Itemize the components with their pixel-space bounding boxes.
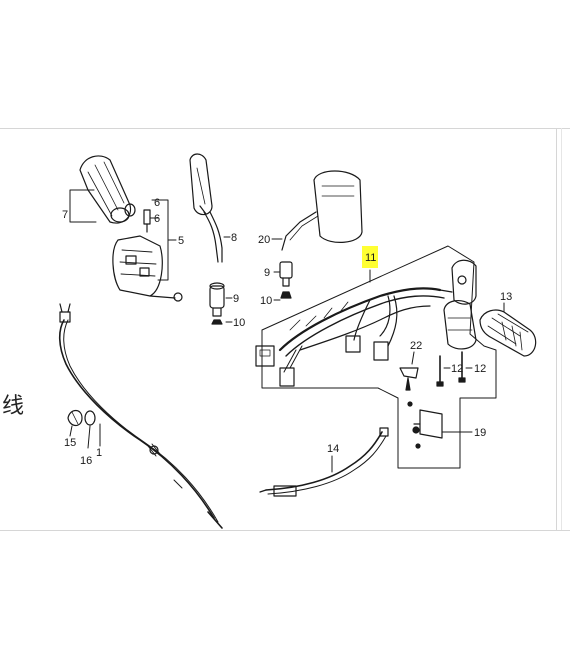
left-mirror-adapter [209, 282, 233, 325]
right-switch-housing [439, 259, 477, 350]
label-6b: 6 [154, 213, 160, 225]
label-19: 19 [474, 427, 486, 439]
highlight-box-11 [362, 246, 378, 268]
label-6a: 6 [154, 197, 160, 209]
label-7: 7 [62, 209, 68, 221]
clutch-cable-1 [58, 303, 223, 529]
frame-right-rule [556, 128, 557, 530]
left-mirror [189, 153, 231, 263]
bolts-12 [436, 351, 473, 387]
assembly-outline [261, 245, 497, 469]
left-grip-assembly [69, 155, 183, 302]
label-10b: 10 [260, 295, 272, 307]
throttle-cable-14 [259, 427, 389, 497]
side-caption-char: 线 [2, 394, 25, 419]
part-15-16 [67, 409, 101, 449]
label-15: 15 [64, 437, 76, 449]
label-13: 13 [500, 291, 512, 303]
label-10a: 10 [233, 317, 245, 329]
label-1: 1 [96, 447, 102, 459]
throttle-grip [479, 302, 537, 357]
label-8: 8 [231, 232, 237, 244]
label-9b: 9 [264, 267, 270, 279]
label-14: 14 [327, 443, 339, 455]
part-number-labels: 7 6 6 5 8 9 10 20 9 10 11 13 22 12 12 19… [62, 197, 512, 467]
frame-bottom-rule [0, 530, 570, 531]
clamp-19 [412, 409, 473, 449]
label-22: 22 [410, 340, 422, 352]
label-9a: 9 [233, 293, 239, 305]
label-11: 11 [365, 252, 376, 264]
wire-harness [255, 246, 445, 387]
bracket-22 [399, 351, 419, 407]
label-20: 20 [258, 234, 270, 246]
label-5: 5 [178, 235, 184, 247]
label-16: 16 [80, 455, 92, 467]
right-mirror [271, 170, 363, 251]
label-12a: 12 [451, 363, 463, 375]
right-mirror-adapter [273, 261, 293, 301]
frame-top-rule [0, 128, 570, 129]
label-12b: 12 [474, 363, 486, 375]
frame-right-rule-outer [561, 128, 562, 530]
